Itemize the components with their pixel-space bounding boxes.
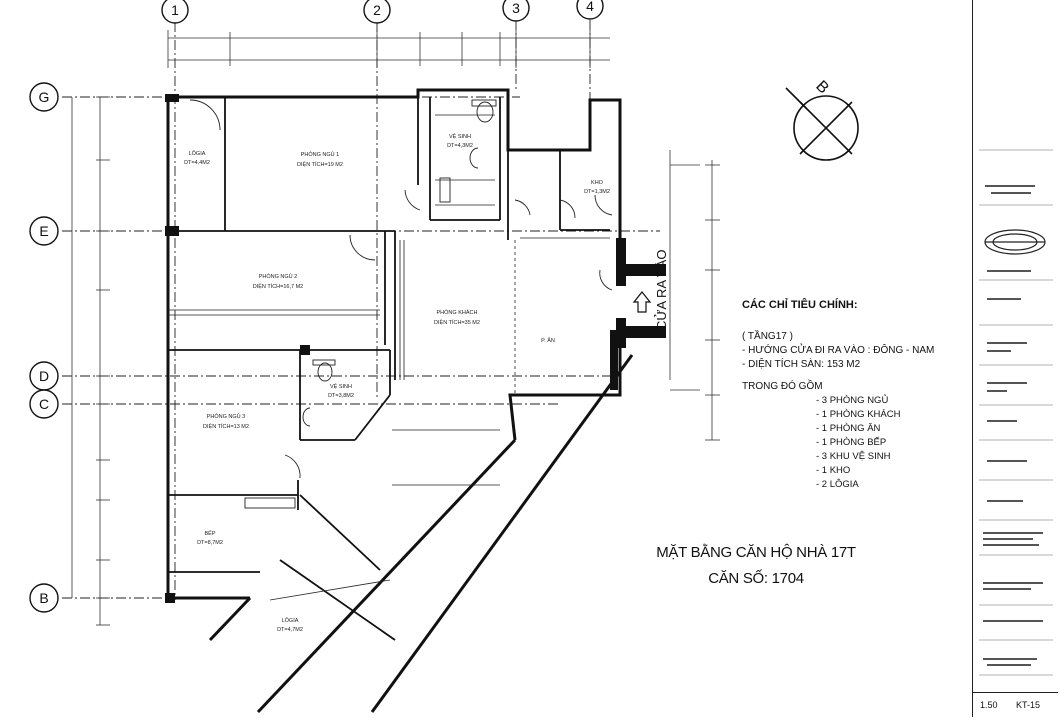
partition-lines: [168, 114, 610, 601]
grid-label-2: 2: [373, 2, 381, 18]
room-labels: LÔGIA DT=4,4M2 PHÒNG NGỦ 1 DIỆN TÍCH=19 …: [184, 132, 610, 633]
specs-direction: - HƯỚNG CỬA ĐI RA VÀO : ĐÔNG - NAM: [742, 345, 935, 356]
drawing-title-line2: CĂN SỐ: 1704: [708, 570, 804, 587]
grid-bubble-g: [29, 82, 59, 112]
room-logia1-name: LÔGIA: [189, 150, 206, 157]
specs-item: - 1 PHÒNG KHÁCH: [816, 409, 901, 420]
grid-label-g: G: [39, 89, 50, 105]
room-bed3-name: PHÒNG NGỦ 3: [207, 413, 246, 420]
specs-item: - 3 KHU VỆ SINH: [816, 451, 891, 462]
sheet-scale: 1.50: [980, 700, 998, 710]
door-swings: [189, 99, 613, 479]
specs-item: - 1 PHÒNG ĂN: [816, 423, 881, 434]
room-living-area: DIỆN TÍCH=35 M2: [434, 318, 480, 326]
specs-includes: TRONG ĐÓ GỒM: [742, 381, 823, 392]
left-dimension-lines: [71, 96, 110, 626]
grid-label-d: D: [39, 368, 49, 384]
specs-item: - 1 KHO: [816, 465, 851, 476]
grid-bubble-e: [29, 216, 59, 246]
room-kho-name: KHO: [591, 180, 604, 186]
drawing-title-line1: MẶT BẰNG CĂN HỘ NHÀ 17T: [656, 544, 856, 561]
specs-item-list: - 3 PHÒNG NGỦ - 1 PHÒNG KHÁCH - 1 PHÒNG …: [742, 394, 992, 492]
specs-floor: ( TẦNG17 ): [742, 331, 793, 342]
room-kho-area: DT=1,3M2: [584, 189, 610, 195]
grid-bubble-c: [29, 389, 59, 419]
grid-bubble-b: [29, 583, 59, 613]
room-bed2-name: PHÒNG NGỦ 2: [259, 273, 298, 280]
title-block: [972, 0, 1059, 717]
top-dimension-lines: [167, 30, 610, 68]
room-dining-name: P. ĂN: [541, 337, 555, 344]
room-logia1-area: DT=4,4M2: [184, 160, 210, 166]
compass-letter: B: [812, 78, 832, 98]
sheet-info-box: 1.50 KT-15: [972, 692, 1058, 718]
room-living-name: PHÒNG KHÁCH: [437, 309, 478, 316]
room-bed2-area: DIỆN TÍCH=16,7 M2: [253, 282, 304, 290]
grid-label-3: 3: [512, 0, 520, 16]
grid-bubble-labels: G E D C B 1 2 3 4: [39, 0, 595, 606]
room-bed3-area: DIỆN TÍCH=13 M2: [203, 422, 249, 430]
grid-bubble-4: [576, 0, 604, 20]
interior-walls: [168, 97, 610, 641]
grid-label-1: 1: [171, 2, 179, 18]
grid-bubbles: [29, 0, 604, 613]
specs-item: - 2 LÔGIA: [816, 479, 859, 490]
grid-label-c: C: [39, 396, 49, 412]
room-wc1-name: VỆ SINH: [449, 132, 471, 140]
room-kitchen-area: DT=8,7M2: [197, 540, 223, 546]
grid-label-4: 4: [586, 0, 594, 14]
specs-item: - 1 PHÒNG BẾP: [816, 437, 887, 448]
room-wc2-name: VỆ SINH: [330, 382, 352, 390]
sheet-number: KT-15: [1016, 700, 1041, 710]
specs-heading: CÁC CHỈ TIÊU CHÍNH:: [742, 299, 858, 311]
exterior-walls: [166, 88, 634, 714]
room-wc2-area: DT=3,8M2: [328, 393, 354, 399]
room-logia2-name: LÔGIA: [282, 617, 299, 624]
company-logo-icon: [984, 229, 1046, 255]
room-bed1-name: PHÒNG NGỦ 1: [301, 151, 340, 158]
room-bed1-area: DIỆN TÍCH=19 M2: [297, 160, 343, 168]
room-logia2-area: DT=4,7M2: [277, 627, 303, 633]
right-dimension-lines: [669, 150, 720, 441]
title-block-art: [979, 149, 1053, 676]
specs-area: - DIỆN TÍCH SÀN: 153 M2: [742, 359, 861, 370]
grid-label-b: B: [39, 590, 48, 606]
north-compass: [785, 87, 859, 161]
grid-bubble-3: [502, 0, 530, 22]
sanitary-fixtures: [244, 99, 497, 509]
entrance-label: CỬA RA VÀO: [654, 250, 669, 330]
room-wc1-area: DT=4,3M2: [447, 143, 473, 149]
room-kitchen-name: BẾP: [204, 530, 215, 537]
drawing-title: MẶT BẰNG CĂN HỘ NHÀ 17T CĂN SỐ: 1704: [636, 540, 876, 592]
wall-columns: [165, 94, 666, 603]
entrance-arrow: [632, 291, 652, 313]
specs-item: - 3 PHÒNG NGỦ: [816, 395, 889, 406]
grid-label-e: E: [39, 223, 48, 239]
main-specifications: CÁC CHỈ TIÊU CHÍNH: ( TẦNG17 ) - HƯỚNG C…: [742, 298, 992, 492]
grid-bubble-1: [161, 0, 189, 24]
grid-bubble-2: [363, 0, 391, 24]
